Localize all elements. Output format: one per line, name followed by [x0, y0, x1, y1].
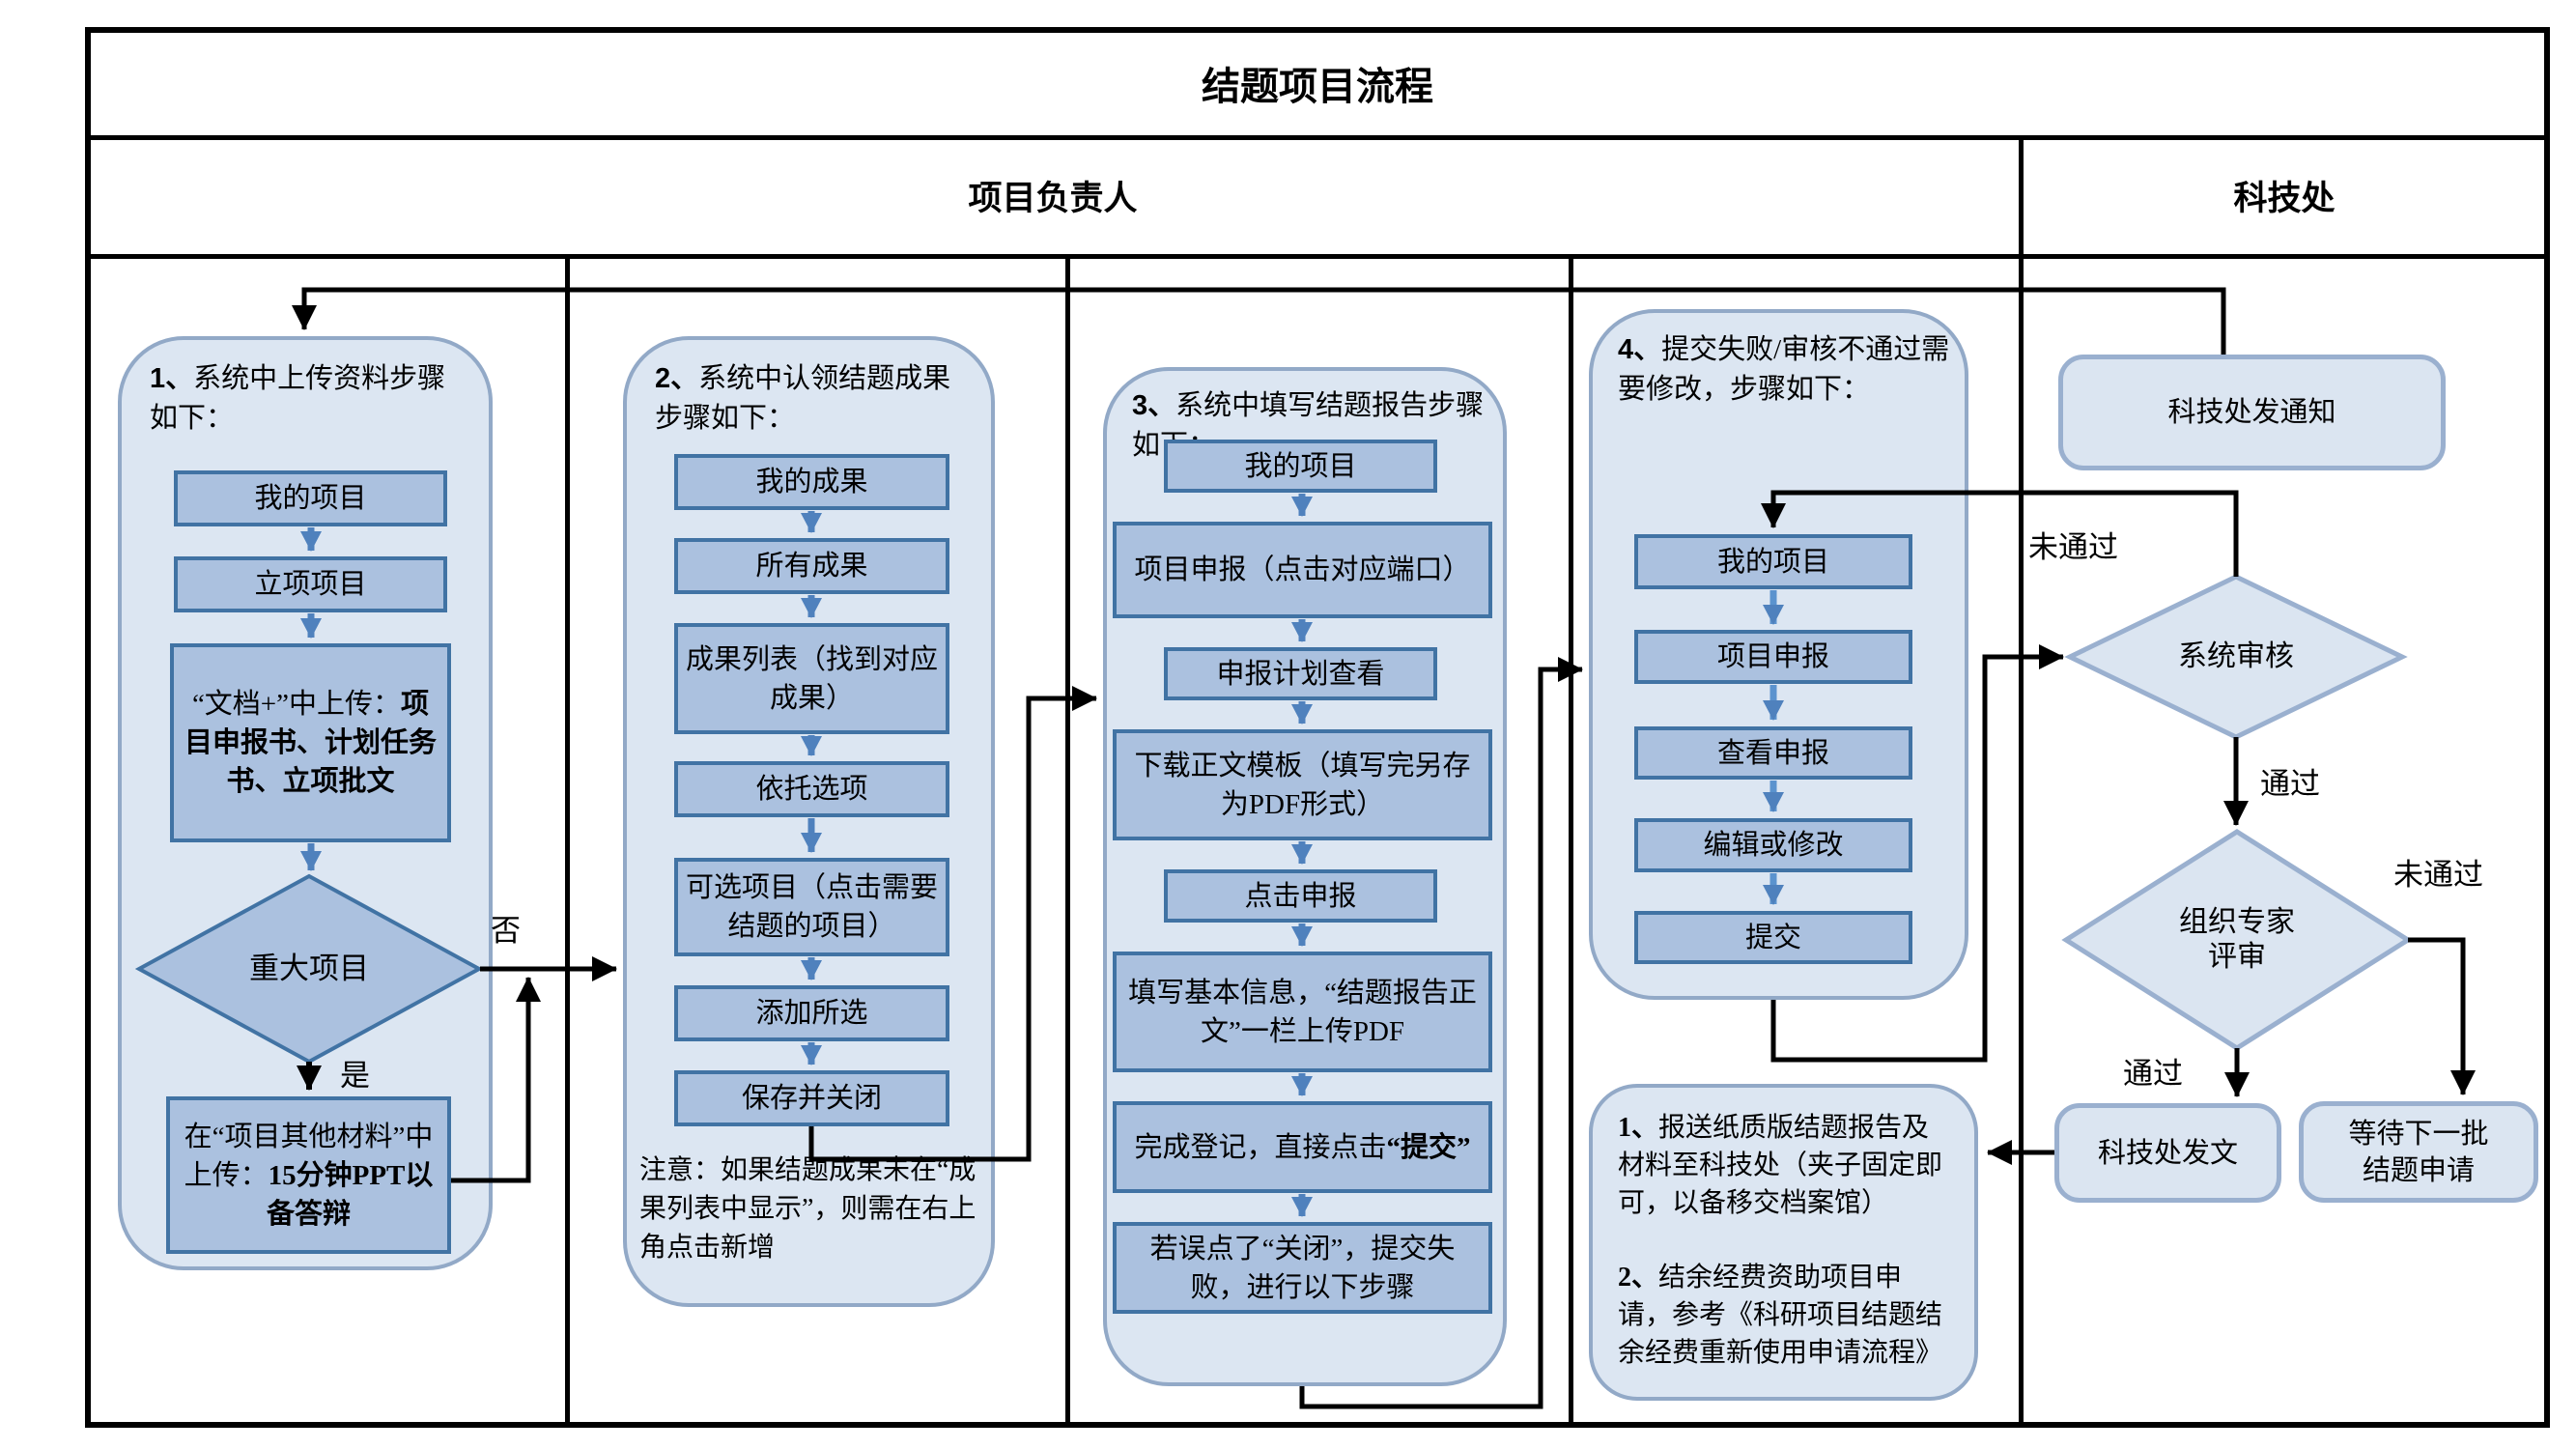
label-pass-system: 通过 — [2260, 767, 2320, 801]
step-project-declare-port: 项目申报（点击对应端口） — [1113, 522, 1492, 618]
step-achievement-list: 成果列表（找到对应成果） — [674, 623, 949, 734]
step-depend-option: 依托选项 — [674, 761, 949, 817]
step-download-template: 下载正文模板（填写完另存为PDF形式） — [1113, 729, 1492, 840]
node-wait-next-batch: 等待下一批结题申请 — [2299, 1101, 2538, 1203]
step-wrong-close: 若误点了“关闭”，提交失败，进行以下步骤 — [1113, 1222, 1492, 1314]
table-outer-border — [85, 27, 2550, 1428]
step-add-selected: 添加所选 — [674, 985, 949, 1041]
container1-number: 1、 — [150, 363, 194, 394]
decision-expert-review-label: 组织专家评审 — [2179, 906, 2295, 973]
container1-title: 1、系统中上传资料步骤如下： — [150, 363, 446, 434]
label-pass-expert: 通过 — [2123, 1057, 2183, 1091]
step-my-projects-4: 我的项目 — [1634, 534, 1912, 589]
step-optional-projects: 可选项目（点击需要结题的项目） — [674, 858, 949, 956]
step-click-declare: 点击申报 — [1164, 869, 1437, 923]
step-my-projects-3: 我的项目 — [1164, 440, 1437, 493]
step-view-declare-4: 查看申报 — [1634, 726, 1912, 780]
container2-title: 2、系统中认领结题成果步骤如下： — [655, 363, 951, 434]
title-row-divider — [89, 135, 2547, 140]
decision-system-review-label: 系统审核 — [2178, 640, 2294, 672]
step-project-declare-4: 项目申报 — [1634, 630, 1912, 684]
label-fail-system: 未通过 — [2028, 530, 2118, 564]
step-submit: 提交 — [1634, 911, 1912, 964]
step-my-projects-1: 我的项目 — [174, 470, 447, 526]
lane-header-sci-tech-office: 科技处 — [2233, 179, 2335, 217]
step-my-achievements: 我的成果 — [674, 454, 949, 510]
note-item-2: 2、结余经费资助项目申请，参考《科研项目结题结余经费重新使用申请流程》 — [1618, 1263, 1943, 1368]
node-office-issue-document: 科技处发文 — [2054, 1103, 2281, 1203]
container3-number: 3、 — [1132, 390, 1176, 421]
step-fill-basic-info: 填写基本信息，“结题报告正文”一栏上传PDF — [1113, 952, 1492, 1072]
paper-submission-notes: 1、报送纸质版结题报告及材料至科技处（夹子固定即可，以备移交档案馆） 2、结余经… — [1589, 1084, 1978, 1401]
label-no: 否 — [491, 914, 521, 948]
note-item-1: 1、报送纸质版结题报告及材料至科技处（夹子固定即可，以备移交档案馆） — [1618, 1113, 1943, 1218]
decision-major-project-label: 重大项目 — [249, 952, 369, 985]
header-row-divider — [89, 254, 2547, 259]
container2-note: 注意：如果结题成果未在“成果列表中显示”，则需在右上角点击新增 — [639, 1155, 977, 1263]
step-upload-documents: “文档+”中上传：项目申报书、计划任务书、立项批文 — [170, 643, 451, 842]
step-view-declare-plan: 申报计划查看 — [1164, 647, 1437, 700]
column-divider-3 — [1569, 256, 1573, 1425]
lane-header-project-leader: 项目负责人 — [968, 179, 1138, 217]
container4-title: 4、提交失败/审核不通过需要修改，步骤如下： — [1618, 334, 1950, 405]
label-yes: 是 — [340, 1059, 370, 1093]
label-fail-expert: 未通过 — [2393, 858, 2483, 892]
step-approved-projects: 立项项目 — [174, 556, 447, 612]
step-complete-submit: 完成登记，直接点击“提交” — [1113, 1101, 1492, 1193]
step-upload-ppt: 在“项目其他材料”中上传：15分钟PPT以备答辩 — [166, 1096, 451, 1254]
container3-title: 3、系统中填写结题报告步骤如下： — [1132, 390, 1485, 461]
step-save-and-close: 保存并关闭 — [674, 1070, 949, 1126]
page-title: 结题项目流程 — [1202, 64, 1433, 108]
step-all-achievements: 所有成果 — [674, 538, 949, 594]
container2-number: 2、 — [655, 363, 699, 394]
container4-number: 4、 — [1618, 334, 1662, 365]
column-divider-2 — [1065, 256, 1070, 1425]
node-office-notice: 科技处发通知 — [2058, 355, 2446, 470]
column-divider-1 — [565, 256, 570, 1425]
lane-divider — [2019, 137, 2024, 1425]
step-edit-or-modify: 编辑或修改 — [1634, 818, 1912, 872]
